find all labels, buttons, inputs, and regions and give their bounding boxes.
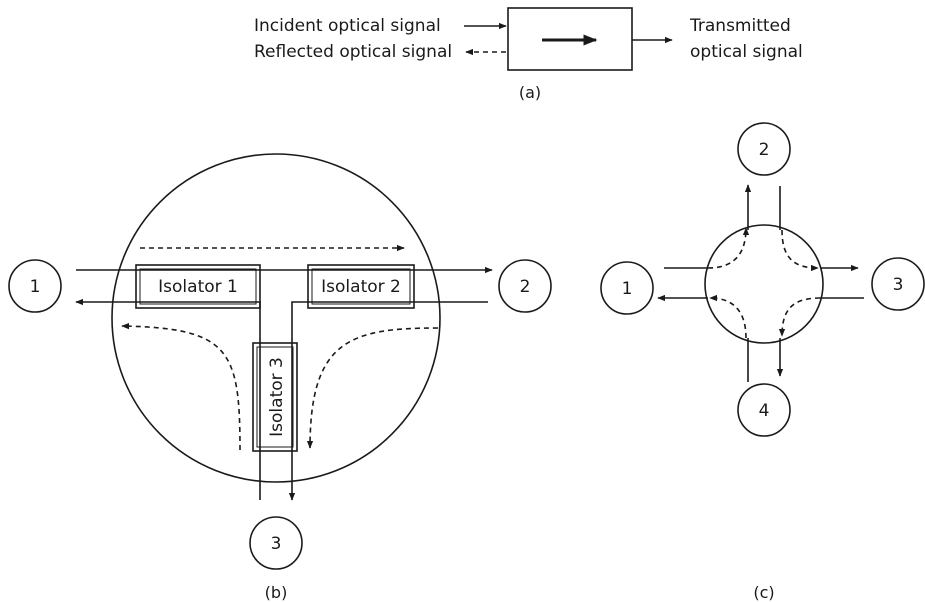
isolator-1-label: Isolator 1 — [158, 277, 238, 297]
port-2-circle-c — [737, 122, 791, 176]
isolator-3-label: Isolator 3 — [267, 357, 287, 437]
isolator-1-inner — [139, 268, 257, 305]
flow-2-to-3 — [306, 327, 439, 449]
flow-c-2-to-3 — [781, 229, 819, 272]
isolator-2-inner — [311, 268, 411, 305]
port-1-circle-c — [600, 261, 654, 315]
port-2-label-c: 2 — [759, 140, 770, 160]
path-2-to-3 — [288, 301, 488, 501]
flow-c-4-to-1 — [709, 294, 747, 339]
port-3-circle — [249, 516, 303, 570]
flow-c-3-to-4 — [778, 297, 821, 337]
isolator-3-inner — [256, 346, 294, 448]
port-2-circle — [498, 259, 552, 313]
port-1-label: 1 — [30, 277, 41, 297]
panel-b: 1 2 3 Isolator 1 Isolator 2 Isolator 3 (… — [8, 153, 552, 602]
isolator-3-box — [252, 342, 298, 452]
isolator-2-label: Isolator 2 — [321, 277, 401, 297]
caption-b: (b) — [265, 583, 288, 602]
isolator-2-box — [307, 264, 415, 309]
path-3-to-1 — [75, 298, 261, 500]
panel-a: Incident optical signal Reflected optica… — [254, 7, 803, 102]
flow-3-to-1 — [121, 322, 241, 451]
incident-label: Incident optical signal — [254, 16, 441, 36]
port-3-label: 3 — [271, 534, 282, 554]
transmitted-label-line2: optical signal — [690, 42, 803, 62]
port-3-circle-c — [871, 257, 925, 311]
transmitted-label-line1: Transmitted — [689, 16, 791, 36]
port-1-circle — [8, 259, 62, 313]
port-1-label-c: 1 — [622, 279, 633, 299]
port-2-label: 2 — [520, 277, 531, 297]
port-4-label-c: 4 — [759, 401, 770, 421]
caption-a: (a) — [519, 83, 541, 102]
flow-c-1-to-2 — [707, 227, 750, 269]
panel-c: 2 1 3 4 (c) — [600, 122, 925, 602]
port-4-circle-c — [737, 383, 791, 437]
isolator-box — [507, 7, 633, 71]
port-3-label-c: 3 — [893, 275, 904, 295]
isolator-1-box — [135, 264, 261, 309]
circulator-body — [704, 224, 824, 344]
caption-c: (c) — [753, 583, 774, 602]
circulator-boundary — [111, 153, 441, 483]
reflected-label: Reflected optical signal — [254, 42, 452, 62]
